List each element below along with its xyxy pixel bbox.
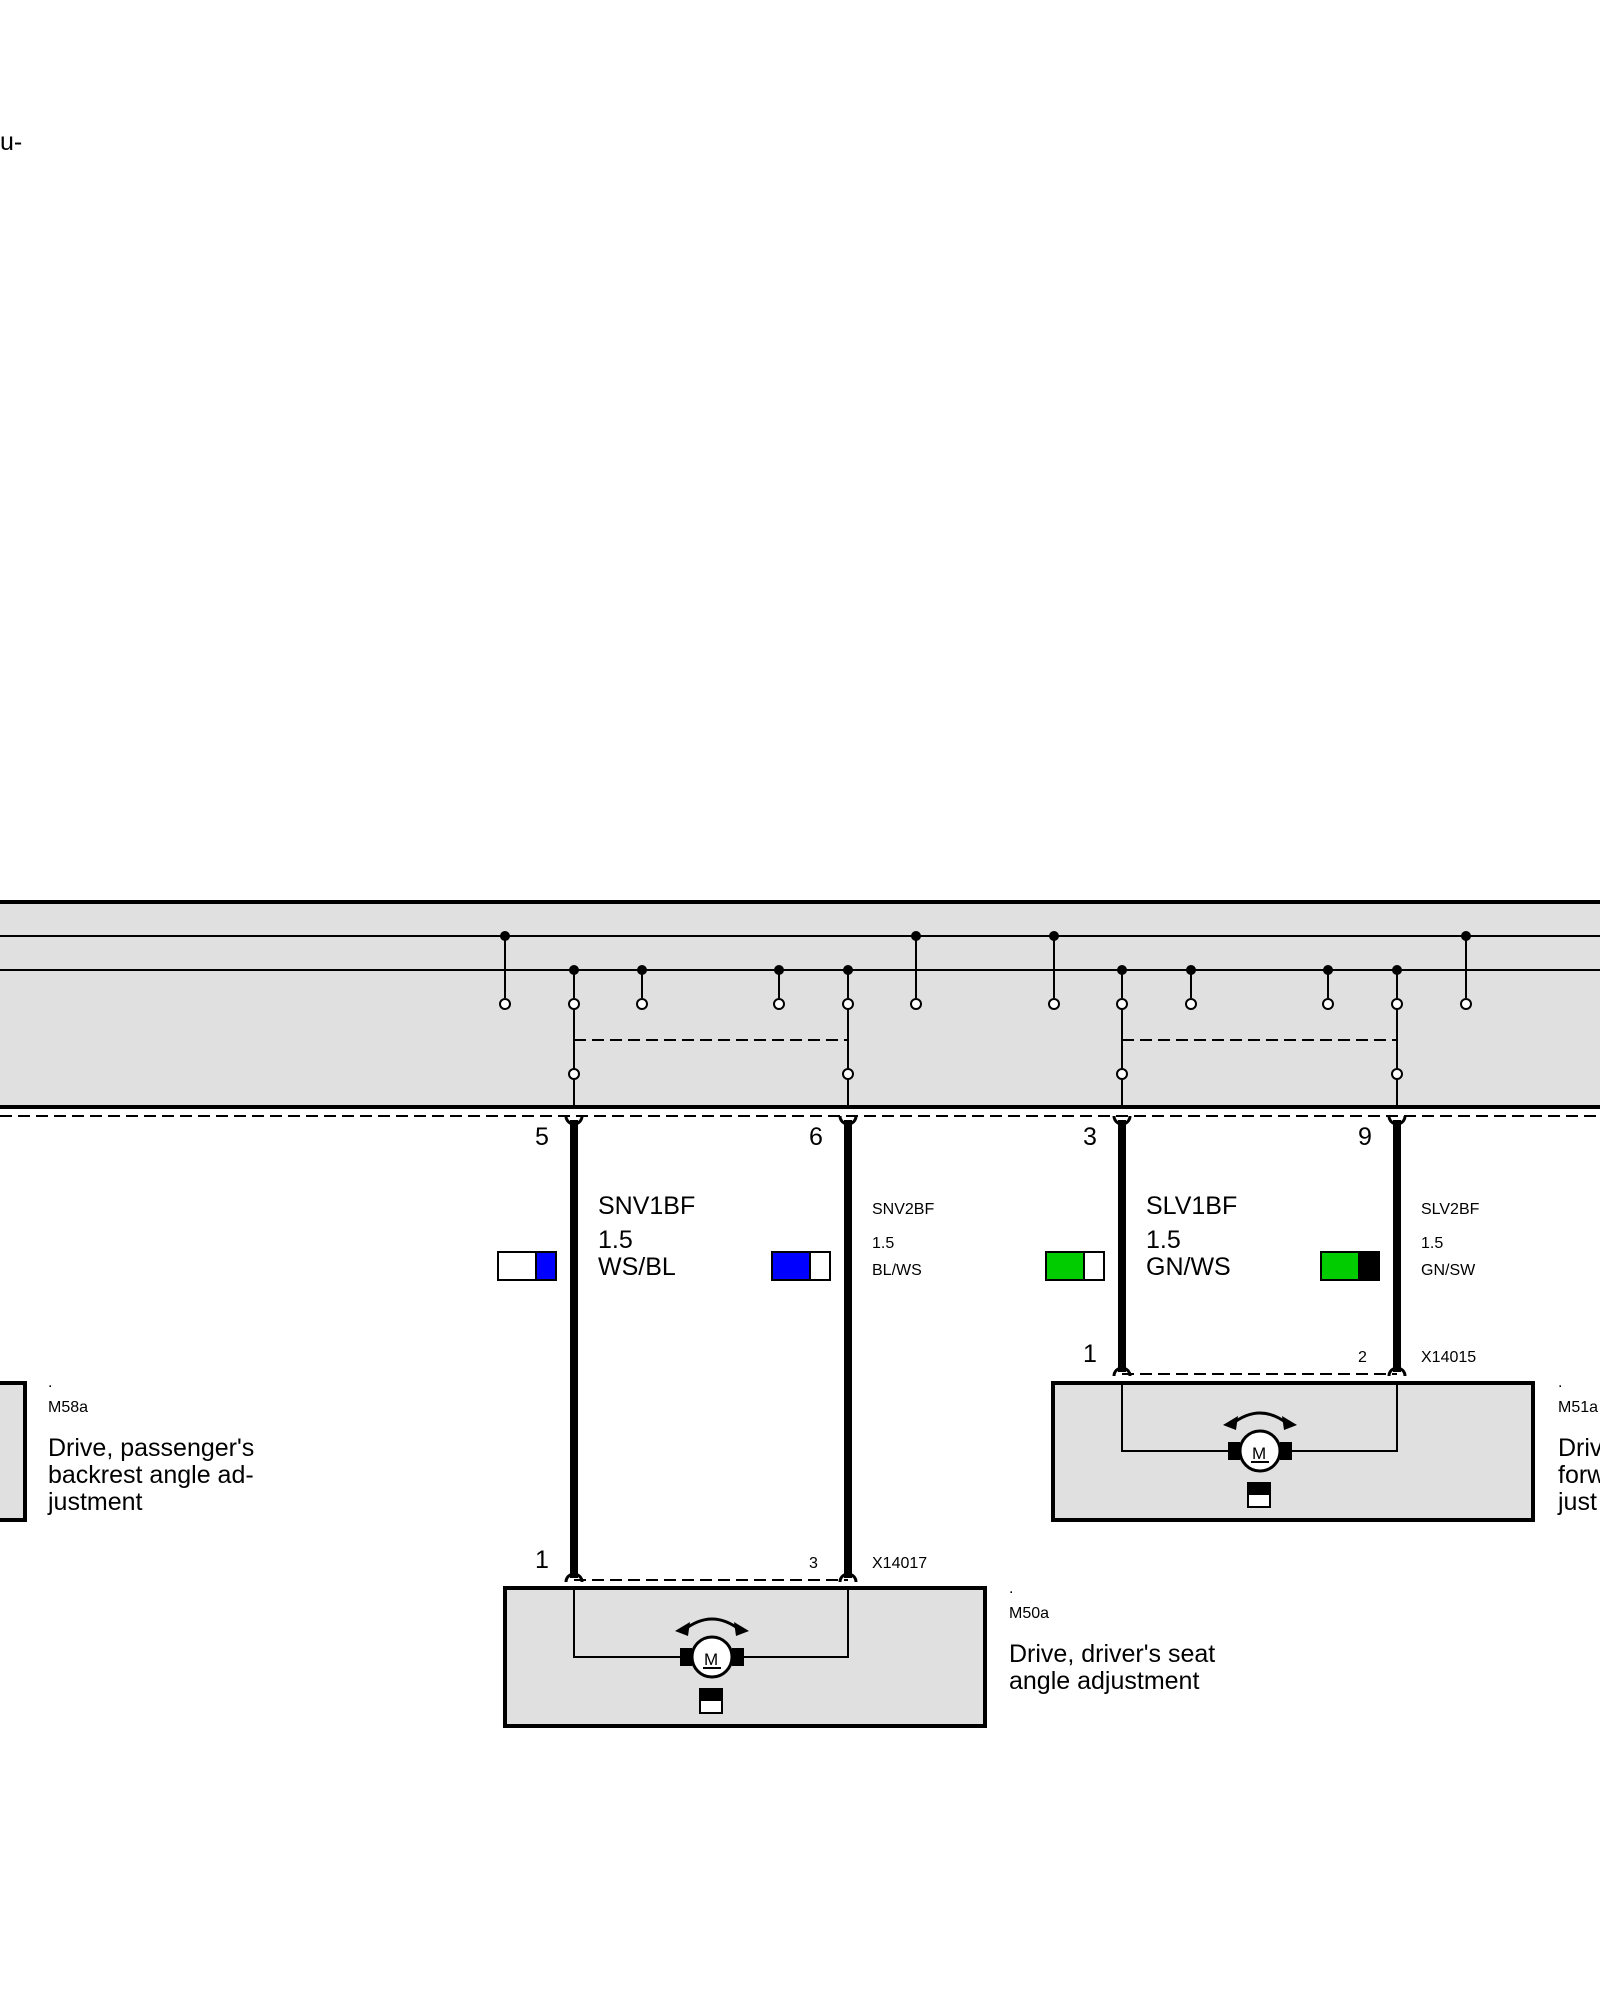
m58a-desc-line-3: justment xyxy=(47,1488,143,1516)
wire-label-slv2bf: SLV2BF 1.5 GN/SW xyxy=(1421,1201,1480,1279)
module-pin-9: 9 xyxy=(1358,1123,1372,1151)
wire-code: SLV2BF xyxy=(1421,1201,1480,1218)
wire-size: 1.5 xyxy=(1421,1235,1443,1252)
control-module-body xyxy=(0,902,1600,1107)
m50a-pin-3: 3 xyxy=(809,1555,818,1572)
motor-letter: M xyxy=(1252,1444,1266,1463)
color-swatch-slv2bf xyxy=(1320,1251,1380,1281)
m58a-dot: . xyxy=(48,1374,52,1391)
m50a-desc-line-2: angle adjustment xyxy=(1009,1667,1199,1695)
m51a-internal-wiring xyxy=(1121,1383,1230,1452)
m51a-desc-line-1: Driv xyxy=(1558,1434,1600,1462)
m58a-id: M58a xyxy=(48,1399,88,1416)
motor-letter: M xyxy=(704,1650,718,1669)
m50a-pin-1: 1 xyxy=(535,1546,549,1574)
m50a-id: M50a xyxy=(1009,1605,1049,1622)
m58a-body xyxy=(0,1381,27,1522)
color-swatch-snv1bf xyxy=(497,1251,557,1281)
m50a-dot: . xyxy=(1009,1580,1013,1597)
top-fragment-text: u- xyxy=(0,128,22,156)
m51a-desc-line-3: just xyxy=(1557,1488,1597,1516)
wire-label-snv2bf: SNV2BF 1.5 BL/WS xyxy=(872,1201,934,1279)
m50a-connector-id: X14017 xyxy=(872,1555,927,1572)
relay-switch-pair-slv xyxy=(1116,965,1403,1107)
component-m50a: 1 3 X14017 M . M50a Drive, driver's seat… xyxy=(503,1546,1215,1728)
m50a-internal-wiring xyxy=(573,1588,682,1658)
wire-color: GN/WS xyxy=(1146,1253,1231,1281)
color-swatch-slv1bf xyxy=(1045,1251,1105,1281)
m58a-desc-line-1: Drive, passenger's xyxy=(48,1434,254,1462)
motor-icon: M xyxy=(1223,1411,1297,1508)
wire-code: SNV2BF xyxy=(872,1201,934,1218)
wire-snv2bf xyxy=(838,1115,858,1583)
wire-code: SNV1BF xyxy=(598,1192,695,1220)
wire-color: GN/SW xyxy=(1421,1262,1476,1279)
m51a-id: M51a xyxy=(1558,1399,1598,1416)
wire-slv1bf xyxy=(1112,1115,1132,1377)
wire-size: 1.5 xyxy=(1146,1226,1181,1254)
m58a-desc-line-2: backrest angle ad- xyxy=(48,1461,254,1489)
color-swatch-snv2bf xyxy=(771,1251,831,1281)
switch-contacts-upper xyxy=(499,931,1472,1010)
m51a-desc-line-2: forw xyxy=(1558,1461,1600,1489)
module-pin-5: 5 xyxy=(535,1123,549,1151)
relay-switch-pair-snv xyxy=(568,965,854,1107)
module-pin-3: 3 xyxy=(1083,1123,1097,1151)
wire-size: 1.5 xyxy=(598,1226,633,1254)
switch-contacts-lower xyxy=(636,965,1334,1010)
m50a-desc-line-1: Drive, driver's seat xyxy=(1009,1640,1215,1668)
m51a-connector-id: X14015 xyxy=(1421,1349,1476,1366)
m51a-dot: . xyxy=(1558,1374,1562,1391)
wire-size: 1.5 xyxy=(872,1235,894,1252)
m51a-pin-2: 2 xyxy=(1358,1349,1367,1366)
motor-icon: M xyxy=(675,1617,749,1714)
wire-label-slv1bf: SLV1BF 1.5 GN/WS xyxy=(1146,1192,1237,1281)
component-m51a: 1 2 X14015 M . M51a Driv forw just xyxy=(1051,1340,1600,1522)
m50a-internal-wiring-b xyxy=(742,1588,849,1658)
module-pin-6: 6 xyxy=(809,1123,823,1151)
wire-color: WS/BL xyxy=(598,1253,676,1281)
wire-code: SLV1BF xyxy=(1146,1192,1237,1220)
component-m58a: . M58a Drive, passenger's backrest angle… xyxy=(0,1374,254,1522)
m51a-pin-1: 1 xyxy=(1083,1340,1097,1368)
wire-color: BL/WS xyxy=(872,1262,922,1279)
wire-snv1bf xyxy=(564,1115,584,1583)
m51a-internal-wiring-b xyxy=(1290,1383,1398,1452)
wire-label-snv1bf: SNV1BF 1.5 WS/BL xyxy=(598,1192,695,1281)
wire-slv2bf xyxy=(1387,1115,1407,1377)
control-module xyxy=(0,900,1600,1117)
